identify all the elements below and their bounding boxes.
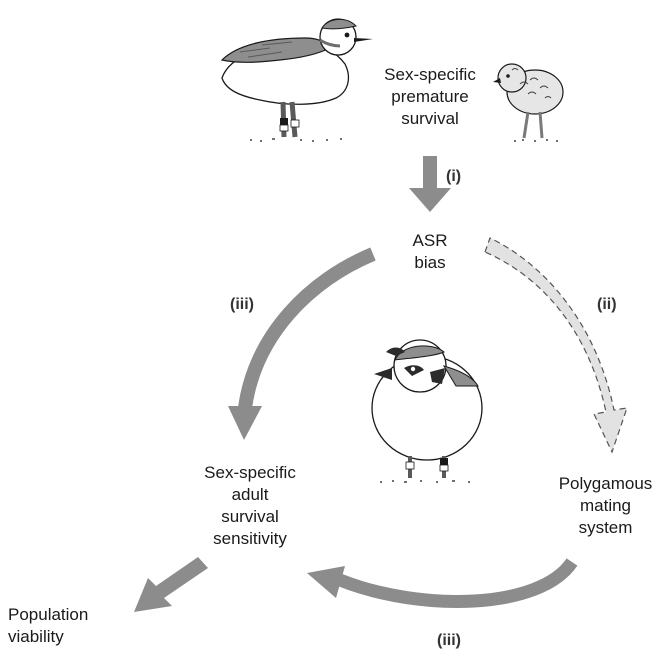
label-adult-survival: Sex-specific adult survival sensitivity: [185, 462, 315, 550]
arrow-iii-left: [228, 247, 376, 440]
chick-icon: [493, 63, 564, 142]
arrow-i: [409, 156, 451, 212]
label-asr-bias: ASR bias: [390, 230, 470, 274]
tag-iii-left: (iii): [230, 296, 254, 313]
label-line: Population: [8, 605, 89, 624]
label-line: Polygamous: [558, 474, 653, 493]
label-line: viability: [8, 627, 64, 646]
tag-iii-bottom: (iii): [437, 632, 461, 649]
label-line: premature: [391, 87, 469, 106]
label-line: adult: [231, 485, 269, 504]
label-line: mating: [579, 496, 632, 515]
label-population-viability: Population viability: [0, 604, 118, 648]
label-line: Sex-specific: [204, 463, 296, 482]
arrow-population: [134, 557, 208, 612]
label-line: survival: [221, 507, 279, 526]
arrow-ii-right: [484, 237, 628, 454]
tag-i: (i): [446, 168, 462, 185]
label-line: system: [578, 518, 633, 537]
label-polygamous-mating: Polygamous mating system: [548, 473, 663, 539]
label-line: survival: [401, 109, 459, 128]
front-plover-icon: [371, 339, 483, 483]
tag-ii: (ii): [597, 296, 617, 313]
label-line: Sex-specific: [384, 65, 476, 84]
label-premature-survival: Sex-specific premature survival: [365, 64, 495, 130]
adult-plover-icon: [220, 18, 373, 142]
label-line: bias: [414, 253, 446, 272]
arrow-iii-bottom: [307, 558, 578, 608]
label-line: ASR: [412, 231, 448, 250]
label-line: sensitivity: [213, 529, 287, 548]
